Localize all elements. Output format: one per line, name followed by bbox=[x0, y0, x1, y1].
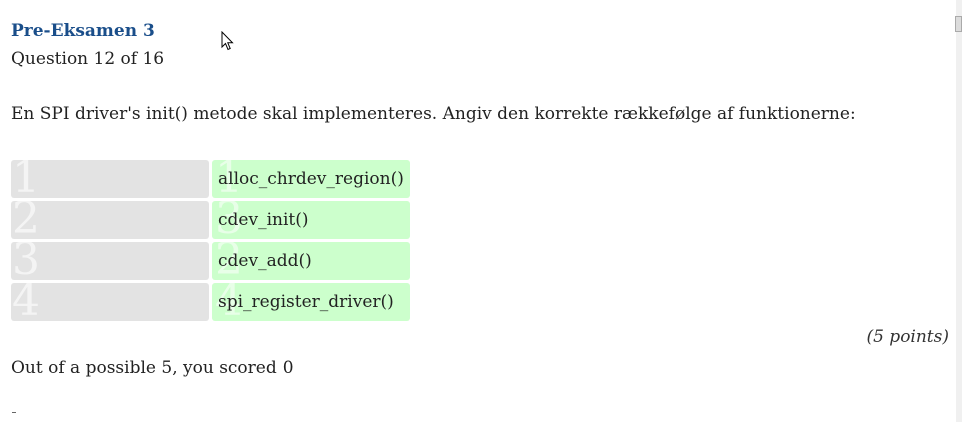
slot-number: 2 bbox=[12, 201, 40, 239]
scroll-up-arrow-icon[interactable] bbox=[955, 16, 962, 32]
answer-item[interactable]: 4 spi_register_driver() bbox=[212, 283, 410, 321]
divider bbox=[12, 412, 16, 413]
answer-ghost-number: 1 bbox=[215, 160, 243, 198]
slot-number: 4 bbox=[12, 283, 40, 321]
answer-item[interactable]: 3 cdev_init() bbox=[212, 201, 410, 239]
answer-ghost-number: 2 bbox=[215, 242, 243, 280]
answer-slot[interactable]: 2 bbox=[11, 201, 209, 239]
score-text: Out of a possible 5, you scored bbox=[11, 358, 277, 378]
answer-item[interactable]: 2 cdev_add() bbox=[212, 242, 410, 280]
score-value: 0 bbox=[282, 358, 294, 378]
points-label: (5 points) bbox=[866, 327, 949, 347]
question-text: En SPI driver's init() metode skal imple… bbox=[11, 104, 856, 124]
answer-slot[interactable]: 1 bbox=[11, 160, 209, 198]
answer-label: spi_register_driver() bbox=[218, 292, 394, 312]
answer-label: cdev_add() bbox=[218, 251, 312, 271]
question-counter: Question 12 of 16 bbox=[11, 49, 165, 69]
answer-label: alloc_chrdev_region() bbox=[218, 169, 404, 189]
slot-number: 1 bbox=[12, 160, 40, 198]
answer-ghost-number: 3 bbox=[215, 201, 243, 239]
quiz-title: Pre-Eksamen 3 bbox=[11, 21, 155, 41]
answer-ghost-number: 4 bbox=[215, 283, 243, 321]
slot-number: 3 bbox=[12, 242, 40, 280]
vertical-scrollbar[interactable] bbox=[955, 0, 962, 422]
mouse-pointer-icon bbox=[221, 31, 234, 51]
answer-label: cdev_init() bbox=[218, 210, 309, 230]
answer-item[interactable]: 1 alloc_chrdev_region() bbox=[212, 160, 410, 198]
answer-slot[interactable]: 3 bbox=[11, 242, 209, 280]
answer-slot[interactable]: 4 bbox=[11, 283, 209, 321]
